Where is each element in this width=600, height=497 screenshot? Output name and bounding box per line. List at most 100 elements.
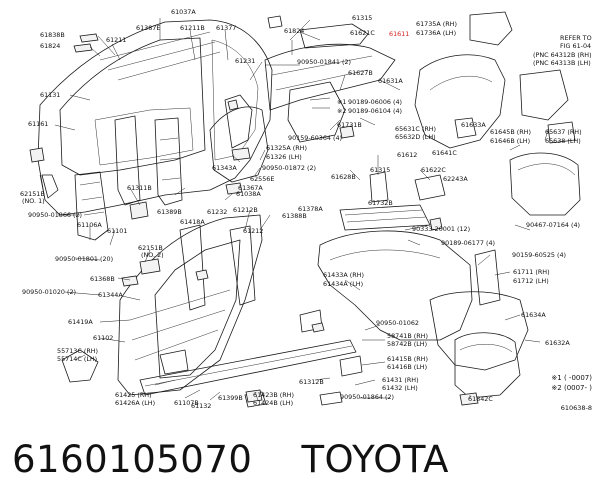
label-61842C: 61842C (468, 395, 493, 403)
label-90950-01864: 90950-01864 (2) (340, 393, 394, 401)
label-55714C: 55714C (LH) (57, 355, 97, 363)
label-90189-06104: 90189-06104 (4) (348, 107, 402, 115)
label-61368B: 61368B (90, 275, 115, 283)
rear-quarter-upper-drawing (209, 15, 396, 183)
label-61627B: 61627B (348, 69, 373, 77)
label-62556E: 62556E (250, 175, 274, 183)
label-61735A: 61735A (RH) (416, 20, 457, 28)
label-61824-b: 61824 (284, 27, 304, 35)
label-no1: (NO. 1) (22, 197, 45, 205)
label-61211B: 61211B (180, 24, 205, 32)
part-labels: 61838B 61824 61211 61387E 61037A 61211B … (20, 8, 592, 410)
label-61387E: 61387E (136, 24, 160, 32)
label-61343A: 61343A (212, 164, 237, 172)
label-61621C: 61621C (350, 29, 375, 37)
label-90159-60364: 90159-60364 (4) (288, 134, 342, 142)
label-61212B: 61212B (233, 206, 258, 214)
label-90189-06006: 90189-06006 (4) (348, 98, 402, 106)
label-61423B: 61423B (RH) (253, 391, 294, 399)
label-note-2: ※2 (337, 107, 346, 115)
label-90159-60525: 90159-60525 (4) (512, 251, 566, 259)
caption: 6160105070 TOYOTA (12, 432, 592, 488)
label-61424B: 61424B (LH) (253, 399, 293, 407)
label-61326: 61326 (LH) (266, 153, 302, 161)
label-61418A: 61418A (180, 218, 205, 226)
label-61231: 61231 (235, 57, 255, 65)
label-61645B: 61645B (RH) (490, 128, 531, 136)
label-fig-61-04: FIG 61-04 (560, 42, 591, 50)
label-61736A: 61736A (LH) (416, 29, 456, 37)
label-61838B: 61838B (40, 31, 65, 39)
side-outer-panel-drawing (37, 19, 273, 241)
label-61315-a: 61315 (352, 14, 372, 22)
label-62243A: 62243A (443, 175, 468, 183)
label-refer-to: REFER TO (560, 34, 592, 42)
legend-row-1: ※1 ( -0007) (551, 374, 592, 382)
legend-row-2: ※2 (0007- ) (551, 384, 592, 392)
label-61132: 61132 (191, 402, 211, 410)
label-62151B-no1: 62151B (20, 190, 45, 198)
label-62151B-no2: 62151B (138, 244, 163, 252)
label-61389B: 61389B (157, 208, 182, 216)
label-90950-01841: 90950-01841 (2) (297, 58, 351, 66)
label-61212: 61212 (243, 227, 263, 235)
label-65638: 65638 (LH) (545, 137, 581, 145)
label-61633A: 61633A (461, 121, 486, 129)
label-61388B: 61388B (282, 212, 307, 220)
label-pnc-64312B: (PNC 64312B (RH) (533, 51, 592, 59)
label-61312B: 61312B (299, 378, 324, 386)
caption-part-number: 6160105070 (12, 438, 253, 481)
label-61632A: 61632A (545, 339, 570, 347)
label-90950-01866: 90950-01866 (2) (28, 211, 82, 219)
label-61211: 61211 (106, 36, 126, 44)
label-61432: 61432 (LH) (382, 384, 418, 392)
label-61712: 61712 (LH) (513, 277, 549, 285)
label-90950-01062: 90950-01062 (376, 319, 419, 327)
label-61102: 61102 (93, 334, 113, 342)
label-pnc-64313B: (PNC 64313B (LH) (533, 59, 591, 67)
label-61646B: 61646B (LH) (490, 137, 530, 145)
exploded-view-drawing: 61838B 61824 61211 61387E 61037A 61211B … (20, 8, 592, 410)
label-61732B: 61732B (368, 199, 393, 207)
label-61106A: 61106A (77, 221, 102, 229)
label-61378A: 61378A (298, 205, 323, 213)
label-61731B: 61731B (337, 121, 362, 129)
label-90950-01801: 90950-01801 (20) (55, 255, 113, 263)
leader-lines (39, 18, 549, 401)
label-61711: 61711 (RH) (513, 268, 550, 276)
label-61377: 61377 (216, 24, 236, 32)
caption-brand: TOYOTA (301, 438, 449, 481)
wheel-house-drawing (414, 11, 581, 399)
label-90467-07164: 90467-07164 (4) (526, 221, 580, 229)
label-61131: 61131 (40, 91, 60, 99)
label-61101: 61101 (107, 227, 127, 235)
label-61631A: 61631A (378, 77, 403, 85)
label-90189-06177: 90189-06177 (4) (441, 239, 495, 247)
label-65632D: 65632D (LH) (395, 133, 436, 141)
label-61416B: 61416B (LH) (387, 363, 427, 371)
label-61641C: 61641C (432, 149, 457, 157)
label-61612: 61612 (397, 151, 417, 159)
label-61426A: 61426A (LH) (115, 399, 155, 407)
label-note-1: ※1 (337, 98, 346, 106)
label-61161: 61161 (28, 120, 48, 128)
label-61415B: 61415B (RH) (387, 355, 428, 363)
label-61419A: 61419A (68, 318, 93, 326)
label-61038A: 61038A (236, 190, 261, 198)
label-61622C: 61622C (421, 166, 446, 174)
label-no2: (NO. 2) (141, 251, 164, 259)
label-61344A: 61344A (98, 291, 123, 299)
label-61367A: 61367A (238, 184, 263, 192)
label-61325A: 61325A (RH) (266, 144, 307, 152)
label-58742B: 58742B (LH) (387, 340, 427, 348)
label-90950-01020: 90950-01020 (2) (22, 288, 76, 296)
parts-diagram: 61838B 61824 61211 61387E 61037A 61211B … (20, 8, 592, 412)
legend: ※1 ( -0007) ※2 (0007- ) (551, 373, 592, 393)
label-61824-a: 61824 (40, 42, 60, 50)
small-parts-drawing (29, 33, 479, 406)
label-61107B: 61107B (174, 399, 199, 407)
label-90333-20001: 90333-20001 (12) (412, 225, 470, 233)
label-55713C: 55713C (RH) (57, 347, 98, 355)
label-61311B: 61311B (127, 184, 152, 192)
label-61315-b: 61315 (370, 166, 390, 174)
